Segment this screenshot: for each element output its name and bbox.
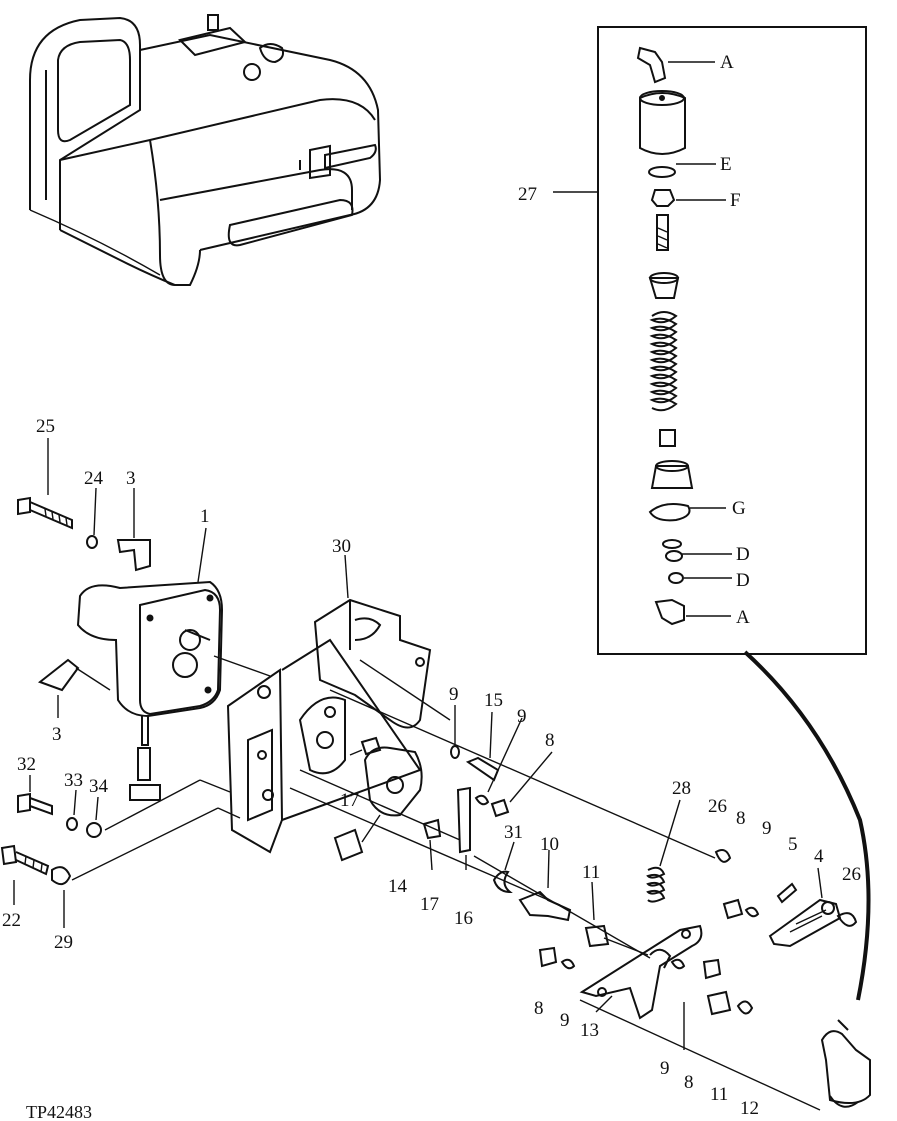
callout-13: 13 — [580, 1020, 599, 1041]
callout-11-upper: 11 — [582, 862, 600, 883]
inset-parts — [636, 46, 732, 626]
callout-34: 34 — [89, 776, 109, 797]
callout-8-c: 8 — [534, 998, 544, 1019]
figure-id: TP42483 — [26, 1102, 92, 1121]
callout-29: 29 — [54, 932, 73, 953]
callout-3-lower: 3 — [52, 724, 62, 745]
callout-4: 4 — [814, 846, 824, 867]
inset-labels: 27 A E F G D D A — [518, 52, 750, 628]
callout-16: 16 — [454, 908, 473, 929]
callout-9-c: 9 — [762, 818, 772, 839]
callout-12: 12 — [740, 1098, 759, 1119]
callout-28: 28 — [672, 778, 691, 799]
callout-5: 5 — [788, 834, 798, 855]
callout-8-d: 8 — [684, 1072, 694, 1093]
inset-callout-27: 27 — [518, 184, 537, 205]
callout-3-top: 3 — [126, 468, 136, 489]
callout-25: 25 — [36, 416, 55, 437]
inset-box — [553, 26, 871, 1001]
callout-31: 31 — [504, 822, 523, 843]
inset-letter-f: F — [730, 190, 741, 211]
callout-10: 10 — [540, 834, 559, 855]
inset-letter-d-lower: D — [736, 570, 750, 591]
inset-letter-e: E — [720, 154, 732, 175]
callout-11-lower: 11 — [710, 1084, 728, 1105]
machine-body-illustration — [29, 14, 382, 286]
callout-8-b: 8 — [736, 808, 746, 829]
callout-labels: 25 24 3 1 30 3 9 15 9 8 32 33 34 17 28 2… — [2, 416, 861, 1119]
callout-30: 30 — [332, 536, 351, 557]
callout-24: 24 — [84, 468, 104, 489]
callout-15: 15 — [484, 690, 503, 711]
callout-9-d: 9 — [560, 1010, 570, 1031]
callout-26-right: 26 — [842, 864, 861, 885]
inset-letter-d-upper: D — [736, 544, 750, 565]
callout-22: 22 — [2, 910, 21, 931]
callout-9-b: 9 — [517, 706, 527, 727]
callout-17-upper: 17 — [340, 790, 359, 811]
callout-9-e: 9 — [660, 1058, 670, 1079]
inset-letter-a-bottom: A — [736, 607, 750, 628]
callout-1: 1 — [200, 506, 210, 527]
main-parts — [0, 438, 871, 1111]
callout-26-upper: 26 — [708, 796, 727, 817]
callout-9-a: 9 — [449, 684, 459, 705]
callout-17-lower: 17 — [420, 894, 439, 915]
callout-32: 32 — [17, 754, 36, 775]
callout-14: 14 — [388, 876, 408, 897]
inset-letter-a-top: A — [720, 52, 734, 73]
inset-letter-g: G — [732, 498, 746, 519]
callout-8-a: 8 — [545, 730, 555, 751]
callout-33: 33 — [64, 770, 83, 791]
